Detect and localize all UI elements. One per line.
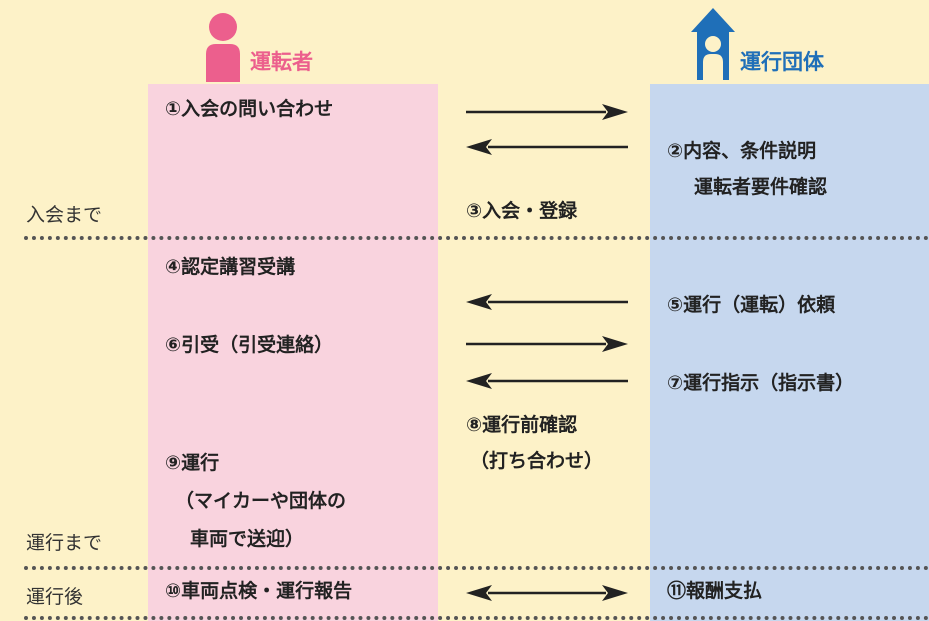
step-3-registration: ③入会・登録 <box>466 200 578 222</box>
arrow-left-3 <box>466 373 628 389</box>
arrow-left-1 <box>466 139 628 155</box>
step-6-accept: ⑥引受（引受連絡） <box>165 334 334 356</box>
step-2-requirements: 運転者要件確認 <box>694 176 828 198</box>
phase-label-join: 入会まで <box>26 204 103 226</box>
step-9-detail-1: （マイカーや団体の <box>175 490 347 512</box>
arrow-left-2 <box>466 294 628 310</box>
organization-column <box>650 84 929 621</box>
step-5-request: ⑤運行（運転）依頼 <box>667 294 836 316</box>
step-8-meeting: （打ち合わせ） <box>470 450 604 472</box>
step-11-payment: ⑪報酬支払 <box>667 580 763 602</box>
person-icon <box>206 13 240 82</box>
driver-header: 運転者 <box>250 50 313 74</box>
phase-divider-3 <box>24 616 929 620</box>
phase-label-after-operation: 運行後 <box>26 586 84 608</box>
org-header: 運行団体 <box>740 50 824 74</box>
step-9-operation: ⑨運行 <box>165 452 220 474</box>
phase-label-before-operation: 運行まで <box>26 532 103 554</box>
step-2-explanation: ②内容、条件説明 <box>667 140 817 162</box>
step-9-detail-2: 車両で送迎） <box>190 528 305 550</box>
step-1-inquiry: ①入会の問い合わせ <box>165 98 334 120</box>
house-icon <box>691 8 735 80</box>
step-8-preconfirm: ⑧運行前確認 <box>466 414 578 436</box>
phase-divider-2 <box>24 566 929 570</box>
step-10-inspection-report: ⑩車両点検・運行報告 <box>165 580 353 602</box>
arrow-right-1 <box>466 104 628 120</box>
arrow-right-2 <box>466 336 628 352</box>
arrow-bidirectional <box>466 585 628 601</box>
step-4-training: ④認定講習受講 <box>165 256 296 278</box>
step-7-instruction: ⑦運行指示（指示書） <box>667 372 855 394</box>
driver-column <box>148 84 438 621</box>
phase-divider-1 <box>24 236 929 240</box>
